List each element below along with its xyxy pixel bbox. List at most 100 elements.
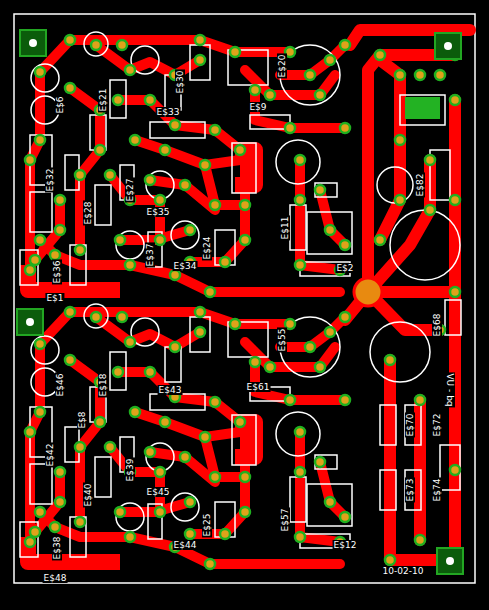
solder-pad [315,185,325,195]
solder-pad [75,517,85,527]
solder-pad [450,465,460,475]
part-label: E$9 [248,102,267,112]
solder-pad [200,160,210,170]
part-label: E$27 [125,178,135,203]
solder-pad [185,497,195,507]
solder-pad [170,270,180,280]
solder-pad [130,135,140,145]
solder-pad [315,362,325,372]
solder-pad [340,512,350,522]
solder-pad [160,417,170,427]
part-label: E$20 [277,54,287,79]
solder-pad [295,260,305,270]
solder-pad [113,95,123,105]
solder-pad [95,145,105,155]
solder-pad [415,70,425,80]
solder-pad [65,35,75,45]
solder-pad [75,442,85,452]
part-label: E$25 [202,513,212,538]
solder-pad [210,200,220,210]
part-label: E$8 [77,410,87,429]
part-label: E$11 [280,216,290,241]
part-label: E$24 [202,236,212,261]
solder-pad [375,235,385,245]
solder-pad [450,287,460,297]
part-label: E$46 [55,373,65,398]
solder-pad [240,507,250,517]
solder-pad [155,235,165,245]
solder-pad [340,395,350,405]
solder-pad [145,447,155,457]
solder-pad [105,442,115,452]
part-label: E$2 [335,263,354,273]
solder-pad [75,170,85,180]
solder-pad [25,427,35,437]
solder-pad [195,55,205,65]
solder-pad [340,312,350,322]
solder-pad [65,307,75,317]
part-label: E$45 [146,487,171,497]
solder-pad [35,235,45,245]
solder-pad [35,407,45,417]
solder-pad [435,70,445,80]
solder-pad [325,225,335,235]
solder-pad [295,467,305,477]
solder-pad [180,452,190,462]
part-label: E$18 [98,373,108,398]
solder-pad [240,472,250,482]
solder-pad [210,397,220,407]
solder-pad [155,507,165,517]
solder-pad [425,205,435,215]
solder-pad [125,260,135,270]
solder-pad [305,342,315,352]
solder-pad [35,339,45,349]
part-label: E$82 [415,173,425,198]
solder-pad [450,195,460,205]
part-label: VU - bq [445,372,455,407]
part-label: E$68 [432,313,442,338]
part-label: E$33 [156,107,181,117]
solder-pad [240,235,250,245]
solder-pad [30,255,40,265]
solder-pad [295,195,305,205]
part-label: E$70 [405,413,415,438]
solder-pad [25,155,35,165]
solder-pad [117,40,127,50]
solder-pad [25,537,35,547]
solder-pad [125,532,135,542]
solder-pad [315,90,325,100]
solder-pad [450,95,460,105]
solder-pad [185,529,195,539]
part-label: E$35 [146,207,171,217]
part-label: E$40 [83,483,93,508]
solder-pad [180,180,190,190]
solder-pad [35,507,45,517]
solder-pad [65,355,75,365]
solder-pad [91,312,101,322]
solder-pad [55,225,65,235]
part-label: E$36 [52,260,62,285]
part-label: E$37 [145,243,155,268]
solder-pad [50,522,60,532]
part-label: E$74 [432,478,442,503]
solder-pad [185,225,195,235]
solder-pad [340,123,350,133]
solder-pad [220,257,230,267]
solder-pad [55,497,65,507]
solder-pad [95,417,105,427]
solder-pad [155,467,165,477]
solder-pad [250,85,260,95]
part-label: E$12 [333,540,358,550]
solder-pad [75,245,85,255]
solder-pad [195,327,205,337]
solder-pad [35,67,45,77]
solder-pad [315,457,325,467]
part-label: E$39 [125,458,135,483]
solder-pad [170,342,180,352]
solder-pad [210,125,220,135]
solder-pad [55,195,65,205]
solder-pad [375,50,385,60]
solder-pad [115,507,125,517]
part-label: E$38 [52,536,62,561]
solder-pad [385,555,395,565]
